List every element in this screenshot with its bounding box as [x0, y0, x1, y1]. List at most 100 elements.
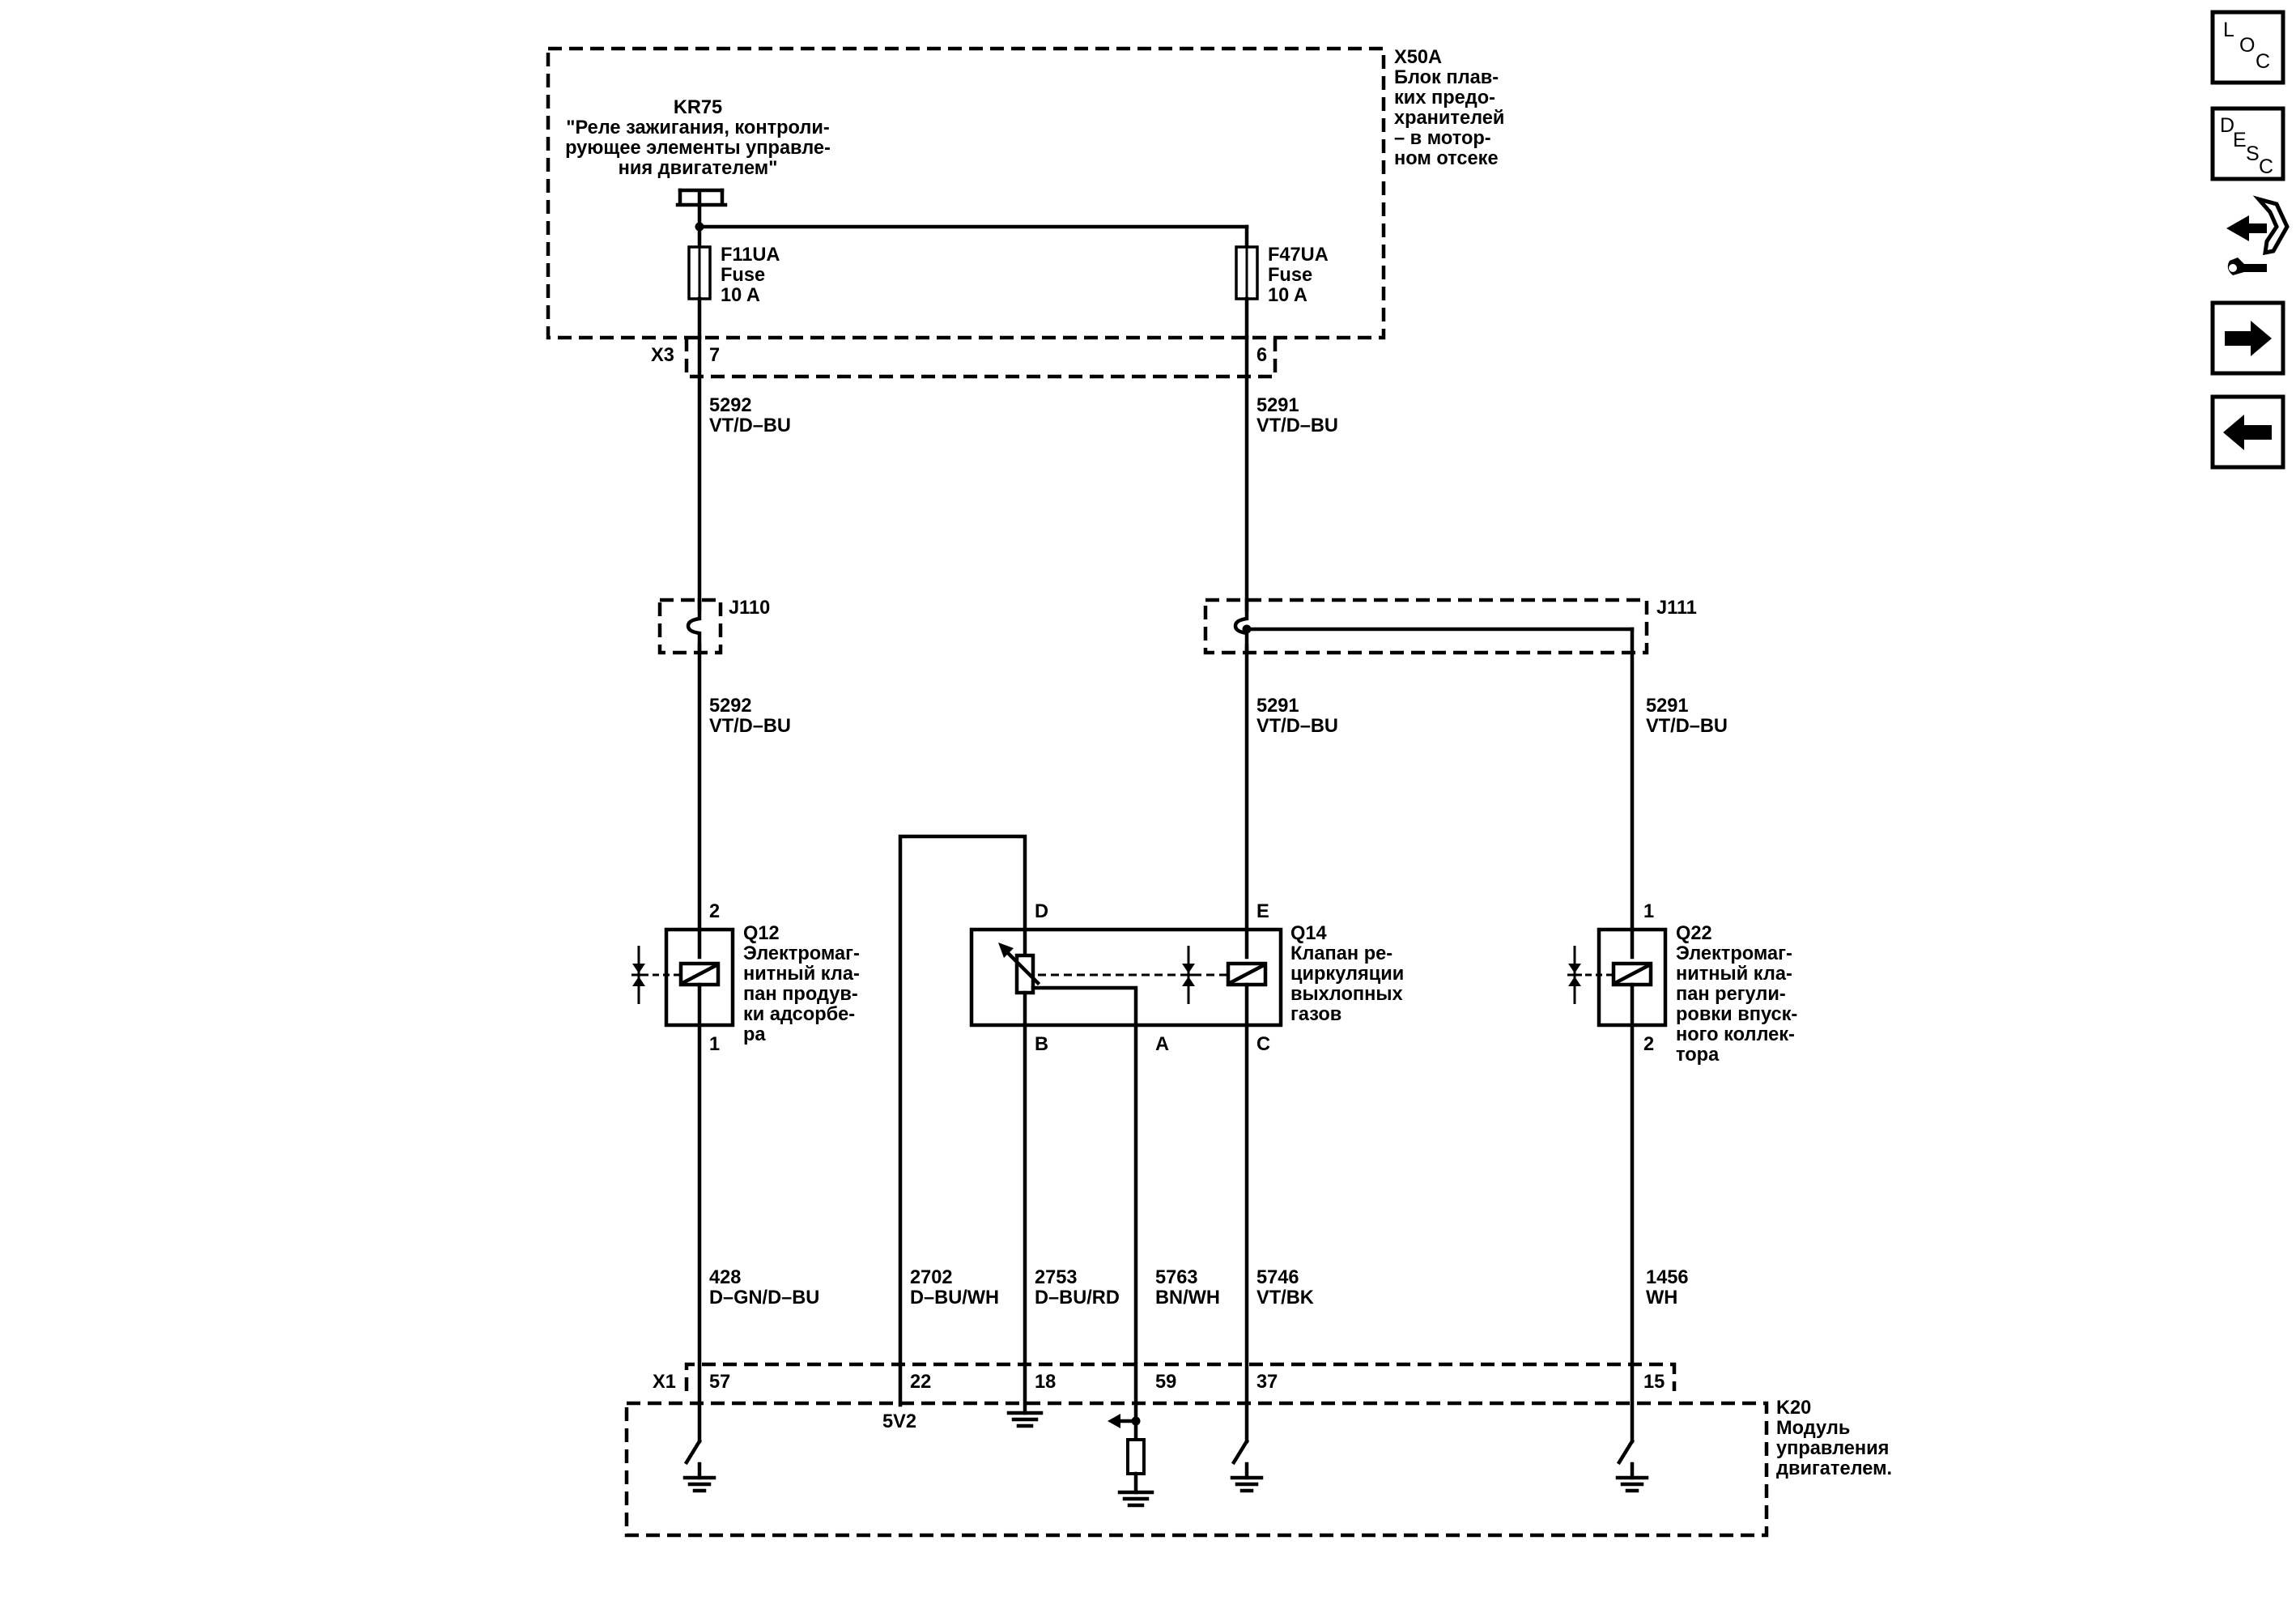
x1-pin: 37: [1256, 1372, 1278, 1393]
q14-pin: A: [1155, 1034, 1169, 1055]
q14-egr-valve: D E B A C Q14 Клапан ре- циркуляции выхл…: [969, 901, 1404, 1055]
x50a-desc-line: – в мотор-: [1394, 128, 1491, 149]
x3-pin: 6: [1256, 345, 1267, 366]
x3-id: X3: [651, 345, 674, 366]
j110-id: J110: [729, 598, 770, 619]
q12-desc-line: Электромаг-: [743, 943, 860, 964]
q12-desc-line: нитный кла-: [743, 964, 860, 985]
wire-color: VT/D–BU: [1646, 716, 1728, 737]
q12-pin: 2: [709, 901, 720, 922]
x1-connector: X1 57 22 18 59 37 15: [653, 1362, 1677, 1393]
wire-number: 5291: [1256, 395, 1299, 416]
wire-color: WH: [1646, 1287, 1677, 1308]
repair-procedure-icon[interactable]: [2226, 195, 2290, 275]
valve-actuator-icon: [1181, 946, 1196, 1004]
desc-button[interactable]: D E S C: [2210, 106, 2285, 181]
q12-pin: 1: [709, 1034, 720, 1055]
low-side-switch-icon: [1230, 1438, 1264, 1493]
desc-letter: D: [2220, 114, 2234, 137]
q14-desc-line: Клапан ре-: [1290, 943, 1392, 964]
arrow-right-icon: [2225, 321, 2272, 356]
wire-color: VT/D–BU: [709, 415, 791, 436]
q14-pin: B: [1035, 1034, 1048, 1055]
wire-number: 428: [709, 1267, 741, 1288]
loc-letter: L: [2223, 19, 2234, 41]
q22-intake-solenoid: 1 2 Q22 Электромаг- нитный кла- пан регу…: [1567, 901, 1797, 1066]
voltage-reference-label: 5V2: [882, 1411, 916, 1432]
x50a-desc-line: Блок плав-: [1394, 67, 1499, 88]
loc-letter: C: [2256, 50, 2270, 73]
x1-pin: 18: [1035, 1372, 1056, 1393]
wire-color: VT/D–BU: [1256, 415, 1338, 436]
q14-desc-line: газов: [1290, 1004, 1341, 1025]
j111-connector: J111: [1203, 598, 1697, 655]
fuse-rating: 10 A: [721, 285, 760, 306]
signal-input-icon: [1108, 1414, 1154, 1508]
desc-letter: E: [2233, 129, 2247, 151]
q12-id: Q12: [743, 923, 780, 944]
arrow-left-icon: [2223, 415, 2272, 450]
x1-pin: 59: [1155, 1372, 1176, 1393]
k20-desc-line: двигателем.: [1776, 1458, 1892, 1479]
q14-id: Q14: [1290, 923, 1327, 944]
k20-ecm: K20 Модуль управления двигателем. 5V2: [624, 1398, 1892, 1538]
loc-button[interactable]: L O C: [2210, 10, 2285, 85]
q12-desc-line: ра: [743, 1024, 766, 1045]
q14-pin: E: [1256, 901, 1269, 922]
wire-color: D–BU/WH: [910, 1287, 999, 1308]
q22-pin: 1: [1643, 901, 1654, 922]
x1-pin: 57: [709, 1372, 730, 1393]
wire-number: 5291: [1256, 696, 1299, 717]
wire-number: 1456: [1646, 1267, 1689, 1288]
fuse-type: Fuse: [1268, 265, 1312, 286]
wire-color: BN/WH: [1155, 1287, 1220, 1308]
wire-number: 5291: [1646, 696, 1689, 717]
forward-button[interactable]: [2210, 300, 2285, 376]
wire-color: D–GN/D–BU: [709, 1287, 819, 1308]
k20-desc-line: Модуль: [1776, 1418, 1850, 1439]
wire-color: VT/D–BU: [709, 716, 791, 737]
wire-color: VT/D–BU: [1256, 716, 1338, 737]
kr75-desc-line: ния двигателем": [619, 158, 778, 179]
q22-desc-line: тора: [1676, 1045, 1720, 1066]
wire-color: VT/BK: [1256, 1287, 1314, 1308]
low-side-switch-icon: [682, 1438, 716, 1493]
q14-desc-line: выхлопных: [1290, 984, 1403, 1005]
wire-2702: [898, 834, 1027, 1407]
desc-letter: S: [2246, 143, 2260, 165]
q22-desc-line: ного коллек-: [1676, 1024, 1795, 1045]
loc-letter: O: [2239, 34, 2255, 57]
q22-desc-line: нитный кла-: [1676, 964, 1792, 985]
x3-connector: X3 7 6: [651, 338, 1278, 379]
q12-desc-line: пан продув-: [743, 984, 858, 1005]
wire-number: 2753: [1035, 1267, 1078, 1288]
q22-desc-line: Электромаг-: [1676, 943, 1792, 964]
splice-dot: [1242, 624, 1252, 634]
kr75-id: KR75: [674, 97, 722, 118]
q22-desc-line: пан регули-: [1676, 984, 1786, 1005]
valve-actuator-icon: [631, 946, 646, 1004]
fuse-f11ua: F11UA Fuse 10 A: [687, 224, 780, 340]
k20-id: K20: [1776, 1398, 1811, 1419]
x3-pin: 7: [709, 345, 720, 366]
wire-number: 5746: [1256, 1267, 1299, 1288]
fuse-rating: 10 A: [1268, 285, 1307, 306]
fuse-id: F47UA: [1268, 245, 1329, 266]
x50a-desc-line: хранителей: [1394, 108, 1504, 129]
x1-pin: 15: [1643, 1372, 1665, 1393]
ground-icon: [1006, 1411, 1044, 1428]
q14-pin: D: [1035, 901, 1048, 922]
q14-desc-line: циркуляции: [1290, 964, 1404, 985]
q22-pin: 2: [1643, 1034, 1654, 1055]
wire-color: D–BU/RD: [1035, 1287, 1120, 1308]
back-button[interactable]: [2210, 394, 2285, 470]
x50a-fuse-block: X50A Блок плав- ких предо- хранителей – …: [546, 46, 1504, 340]
x1-id: X1: [653, 1372, 676, 1393]
pulldown-resistor-icon: [1126, 1438, 1146, 1475]
fuse-type: Fuse: [721, 265, 765, 286]
q12-desc-line: ки адсорбе-: [743, 1004, 855, 1025]
kr75-relay: KR75 "Реле зажигания, контроли- рующее э…: [565, 97, 831, 207]
x50a-desc-line: ких предо-: [1394, 87, 1495, 109]
low-side-switch-icon: [1615, 1438, 1649, 1493]
wire-number: 5292: [709, 395, 752, 416]
